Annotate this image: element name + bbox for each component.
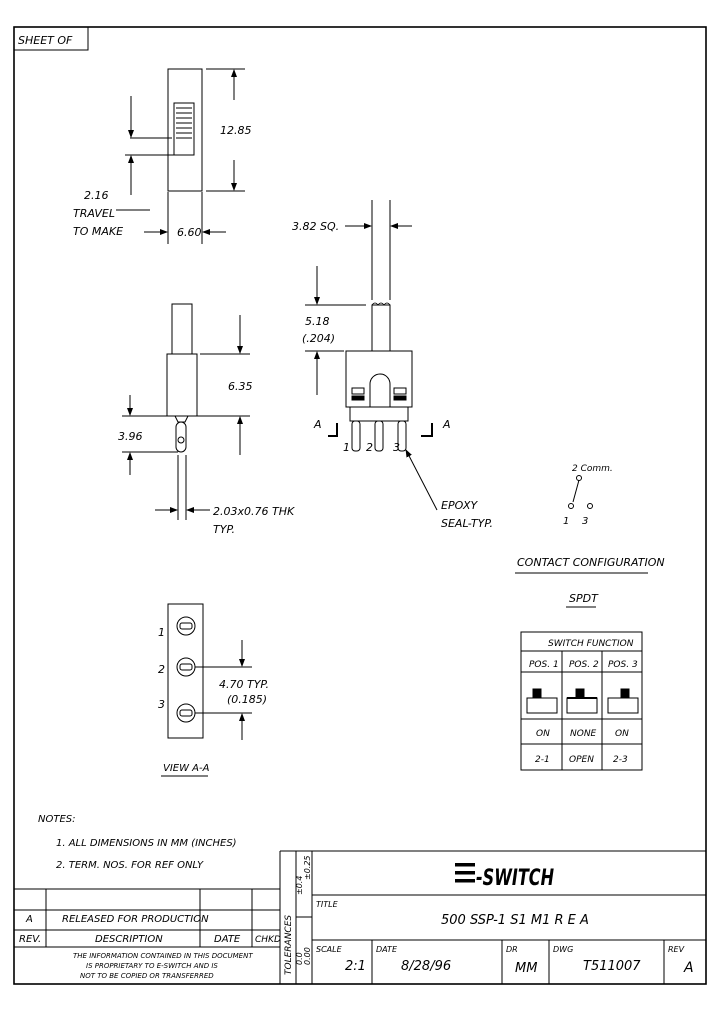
rev-header-date: DATE: [214, 934, 241, 945]
e-switch-logo: -SWITCH: [455, 863, 554, 891]
schematic-p3: 3: [582, 516, 588, 527]
rev-row-rev: A: [25, 914, 33, 925]
section-a-right: A: [442, 418, 451, 431]
pin-2: 2: [366, 441, 373, 454]
dim-204: (.204): [302, 332, 335, 345]
view-label: VIEW A-A: [163, 763, 210, 774]
date-label: DATE: [376, 945, 398, 954]
view-pin-2: 2: [158, 663, 165, 676]
tol-f1: 0.0: [295, 952, 304, 965]
view-a-a: [167, 603, 252, 740]
title-block: [312, 894, 706, 984]
notes-title: NOTES:: [38, 814, 76, 825]
dwg-label: DWG: [553, 945, 573, 954]
conn-pos2: OPEN: [569, 755, 594, 765]
dr-value: MM: [515, 961, 537, 976]
rev-row-desc: RELEASED FOR PRODUCTION: [62, 914, 209, 925]
view-pin-1: 1: [158, 626, 165, 639]
date-value: 8/28/96: [401, 959, 451, 974]
header-pos1: POS. 1: [529, 660, 559, 670]
pin-3: 3: [393, 441, 400, 454]
tol-1: ±0.4: [295, 876, 304, 895]
state-pos1: ON: [536, 729, 550, 739]
rev-header-desc: DESCRIPTION: [95, 934, 163, 945]
pin-1: 1: [343, 441, 350, 454]
schematic-p1: 1: [563, 516, 569, 527]
epoxy-2: SEAL-TYP.: [441, 517, 493, 530]
dim-12-85: 12.85: [220, 124, 252, 137]
sheet-box: [13, 26, 89, 51]
rev-value: A: [683, 960, 694, 976]
sheet-label: SHEET OF: [18, 34, 73, 47]
dim-6-60: 6.60: [177, 226, 202, 239]
state-pos2: NONE: [570, 729, 597, 739]
note-2: 2. TERM. NOS. FOR REF ONLY: [56, 860, 204, 871]
proprietary-3: NOT TO BE COPIED OR TRANSFERRED: [80, 972, 214, 980]
dim-6-35: 6.35: [228, 380, 253, 393]
drawing-title: 500 SSP-1 S1 M1 R E A: [441, 913, 589, 928]
front-view: [305, 200, 438, 511]
dwg-value: T511007: [583, 959, 641, 974]
spdt-schematic: [568, 475, 593, 509]
dr-label: DR: [506, 945, 518, 954]
svg-text:-SWITCH: -SWITCH: [476, 866, 554, 891]
proprietary-1: THE INFORMATION CONTAINED IN THIS DOCUME…: [73, 952, 253, 960]
header-pos3: POS. 3: [608, 660, 638, 670]
tol-2: ±0.25: [303, 855, 312, 880]
dim-travel-2: TRAVEL: [73, 207, 115, 220]
section-a-left: A: [313, 418, 322, 431]
dim-5-18: 5.18: [305, 315, 330, 328]
note-1: 1. ALL DIMENSIONS IN MM (INCHES): [56, 838, 237, 849]
rev-label: REV: [668, 945, 685, 954]
side-view: [122, 303, 250, 520]
state-pos3: ON: [615, 729, 629, 739]
dim-travel-1: 2.16: [84, 189, 109, 202]
title-label: TITLE: [316, 900, 339, 909]
rev-header-chkd: CHKD: [255, 935, 281, 945]
dim-travel-3: TO MAKE: [73, 225, 123, 238]
switch-function-table: [520, 631, 643, 771]
dim-pitch-2: (0.185): [227, 693, 267, 706]
conn-pos3: 2-3: [613, 755, 628, 765]
header-pos2: POS. 2: [569, 660, 599, 670]
schematic-comm: 2 Comm.: [572, 464, 613, 474]
epoxy-1: EPOXY: [441, 499, 478, 512]
dim-3-96: 3.96: [118, 430, 143, 443]
spdt-label: SPDT: [569, 592, 599, 605]
top-view: [116, 68, 245, 244]
contact-config-title: CONTACT CONFIGURATION: [517, 556, 665, 569]
tolerance-block: [280, 850, 706, 984]
revision-block: [14, 851, 281, 984]
dim-sq: 3.82 SQ.: [292, 220, 339, 233]
dim-term-1: 2.03x0.76 THK: [213, 505, 295, 518]
scale-label: SCALE: [316, 945, 343, 954]
switch-function-title: SWITCH FUNCTION: [548, 639, 634, 649]
scale-value: 2:1: [345, 959, 366, 974]
tol-f2: 0.00: [303, 947, 312, 965]
conn-pos1: 2-1: [535, 755, 550, 765]
view-pin-3: 3: [158, 698, 165, 711]
dim-pitch-1: 4.70 TYP.: [219, 678, 269, 691]
tolerances-label: TOLERANCES: [284, 915, 294, 975]
rev-header-rev: REV.: [19, 934, 41, 945]
proprietary-2: IS PROPRIETARY TO E-SWITCH AND IS: [86, 962, 218, 970]
sheet-border: [13, 26, 707, 985]
dim-term-2: TYP.: [213, 523, 235, 536]
